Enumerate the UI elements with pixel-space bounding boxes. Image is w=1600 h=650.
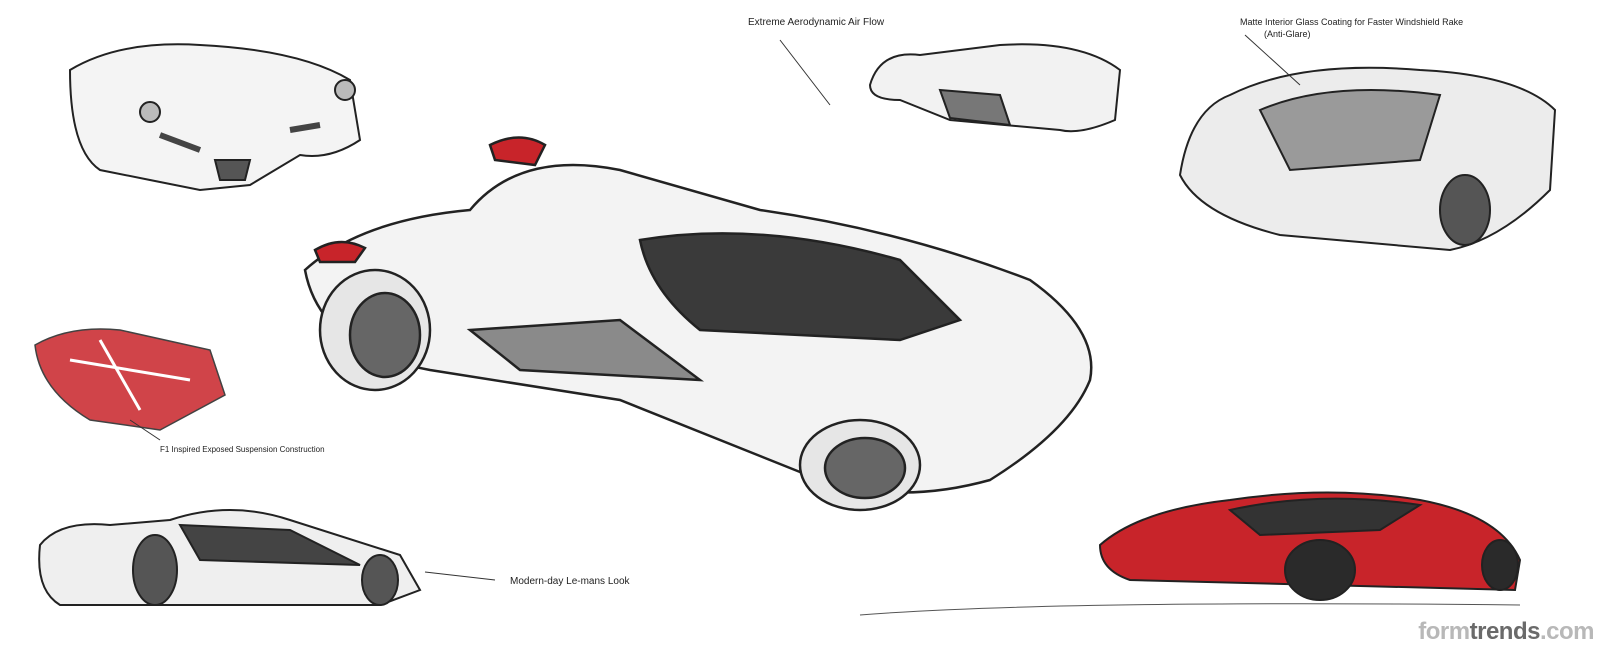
sketch-red-car: [859, 491, 1522, 616]
sketch-top-three-quarter: [1178, 34, 1557, 252]
watermark-logo: formtrends.com: [1418, 618, 1594, 646]
sketch-f1-suspension: [34, 328, 226, 441]
annotation-aero: Extreme Aerodynamic Air Flow: [748, 17, 885, 28]
annotation-glass-line1: Matte Interior Glass Coating for Faster …: [1240, 17, 1464, 27]
sketch-lemans-side: [38, 509, 496, 606]
watermark-part1: form: [1418, 618, 1470, 645]
watermark-part2: trends: [1469, 618, 1541, 645]
watermark-part3: .com: [1539, 618, 1595, 645]
sketch-front-view: [68, 43, 362, 192]
annotation-lemans: Modern-day Le-mans Look: [510, 576, 630, 587]
annotation-f1: F1 Inspired Exposed Suspension Construct…: [160, 445, 325, 454]
sketch-rear-view: [779, 39, 1122, 133]
sketch-hero-car: [303, 136, 1093, 512]
annotation-glass-line2: (Anti-Glare): [1264, 29, 1311, 39]
